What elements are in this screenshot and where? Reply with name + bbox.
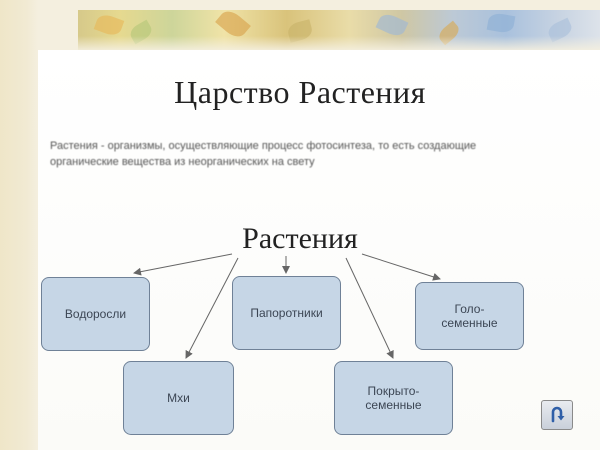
arrow-to-box-5 [345,257,394,359]
return-button[interactable] [541,400,573,430]
return-arrow-icon [551,406,565,423]
node-mosses-label: Мхи [167,391,190,405]
definition-line-2: органические вещества из неорганических … [50,156,315,168]
node-gymnosperms: Голо- семенные [415,282,524,350]
arrow-to-box-1 [133,253,233,276]
left-decorative-strip [0,0,38,450]
node-angiosperms: Покрыто- семенные [334,361,453,435]
node-algae: Водоросли [41,277,150,351]
definition-text: Растения - организмы, осуществляющие про… [50,138,580,170]
definition-line-1: Растения - организмы, осуществляющие про… [50,140,477,152]
decorative-banner [78,10,600,50]
node-angiosperms-label: Покрыто- семенные [365,384,422,412]
node-algae-label: Водоросли [64,307,127,321]
diagram-root-label: Растения [242,222,358,255]
slide-title: Царство Растения [174,74,426,110]
arrow-to-box-3 [361,253,441,281]
node-ferns-label: Папоротники [250,306,323,320]
node-gymnosperms-label: Голо- семенные [441,302,498,330]
node-mosses: Мхи [123,361,234,435]
arrow-to-box-4 [185,257,239,359]
node-ferns: Папоротники [232,276,341,350]
